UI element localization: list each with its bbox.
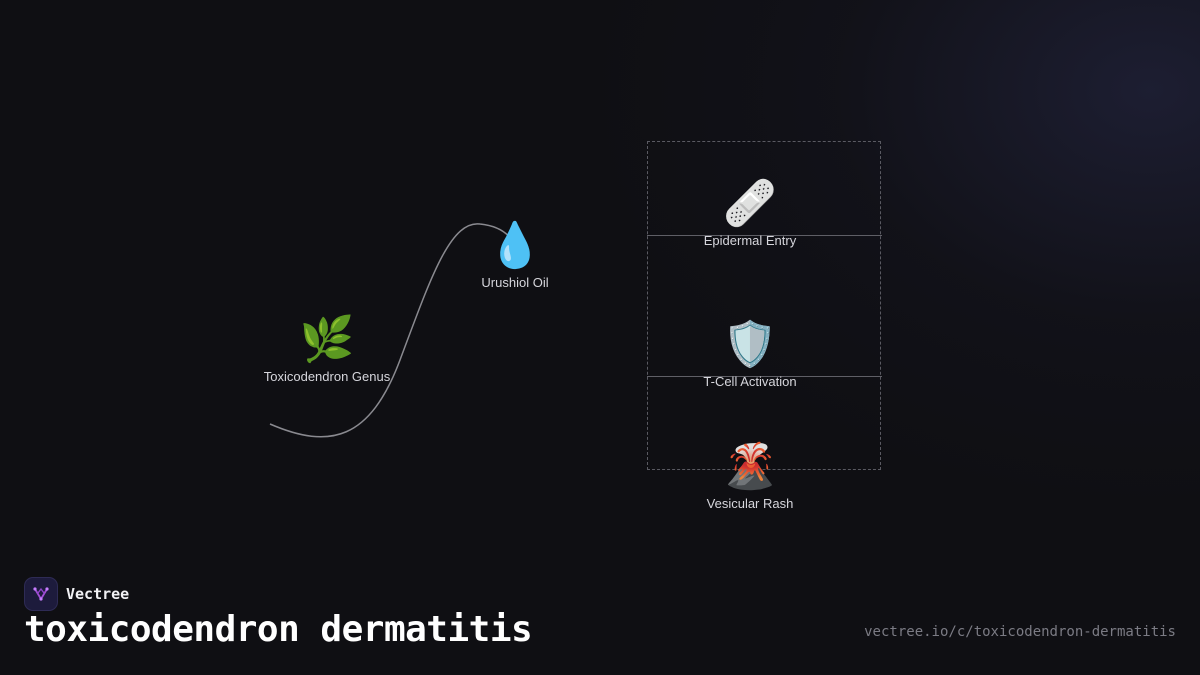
process-group-box <box>647 141 881 470</box>
group-divider <box>647 376 882 377</box>
node-label: Urushiol Oil <box>481 275 549 290</box>
brand[interactable]: Vectree <box>24 577 129 611</box>
node-label: Vesicular Rash <box>706 496 794 511</box>
page-url[interactable]: vectree.io/c/toxicodendron-dermatitis <box>864 624 1176 640</box>
node-toxicodendron-genus[interactable]: 🌿 Toxicodendron Genus <box>227 313 427 384</box>
node-label: Toxicodendron Genus <box>263 369 391 384</box>
node-urushiol-oil[interactable]: 💧 Urushiol Oil <box>415 219 615 290</box>
node-label: Epidermal Entry <box>703 233 797 248</box>
volcano-icon: 🌋 <box>722 442 778 491</box>
connector-genus-to-oil <box>269 223 516 438</box>
bandage-icon: 🩹 <box>722 179 778 228</box>
page-title: toxicodendron dermatitis <box>24 609 533 650</box>
node-vesicular-rash[interactable]: 🌋 Vesicular Rash <box>650 440 850 511</box>
brand-name: Vectree <box>66 585 130 603</box>
node-label: T-Cell Activation <box>703 374 797 389</box>
droplet-icon: 💧 <box>487 221 543 270</box>
herb-icon: 🌿 <box>299 315 355 364</box>
node-epidermal-entry[interactable]: 🩹 Epidermal Entry <box>650 177 850 248</box>
node-t-cell-activation[interactable]: 🛡️ T-Cell Activation <box>650 318 850 389</box>
shield-icon: 🛡️ <box>722 320 778 369</box>
vectree-logo-icon <box>24 577 58 611</box>
group-divider <box>647 235 882 236</box>
